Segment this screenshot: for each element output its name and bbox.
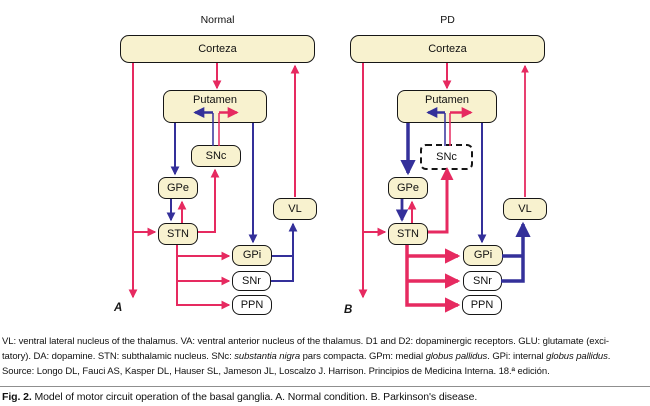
node-stn-pd: STN [388, 223, 428, 245]
node-vl-pd: VL [503, 198, 547, 220]
abbreviation-legend: VL: ventral lateral nucleus of the thala… [2, 334, 648, 379]
node-ppn-pd: PPN [462, 295, 502, 315]
node-putamen-normal: Putamen [163, 90, 267, 123]
node-gpi-pd: GPi [463, 245, 503, 266]
panel-label-a: A [114, 302, 123, 314]
arrow-stn-snc-pd-thick [428, 167, 454, 234]
node-corteza-normal: Corteza [120, 35, 315, 63]
legend-line-1: VL: ventral lateral nucleus of the thala… [2, 336, 609, 347]
node-snc-normal: SNc [191, 145, 241, 167]
node-stn-normal: STN [158, 223, 198, 245]
pd-panel-arrows [358, 63, 531, 313]
arrow-stn-snc-normal [198, 168, 220, 233]
figure-caption-text: Model of motor circuit operation of the … [31, 391, 478, 403]
legend-line-2: tatory). DA: dopamine. STN: subthalamic … [2, 349, 648, 364]
node-gpe-pd: GPe [388, 177, 428, 199]
legend-line2-italic: substantia nigra [234, 351, 301, 362]
legend-line2-seg: tatory). DA: dopamine. STN: subthalamic … [2, 351, 235, 362]
legend-line2-italic: globus pallidus [546, 351, 608, 362]
legend-line2-seg: . GPi: internal [487, 351, 547, 362]
panel-title-pd: PD [440, 14, 455, 26]
arrows-layer [128, 63, 531, 313]
node-snr-pd: SNr [463, 271, 502, 291]
node-putamen-pd: Putamen [397, 90, 497, 123]
node-snr-normal: SNr [232, 271, 271, 291]
node-corteza-pd: Corteza [350, 35, 545, 63]
arrow-stn-ppn-normal [176, 245, 231, 310]
node-ppn-normal: PPN [232, 295, 272, 315]
legend-line2-seg: . [607, 351, 611, 362]
arrow-stn-ppn-pd-thick [405, 245, 461, 313]
legend-line2-italic: globus pallidus [425, 351, 488, 362]
figure-number: Fig. 2. [2, 391, 32, 403]
divider-rule [0, 386, 650, 387]
basal-ganglia-diagram: Normal PD Corteza Putamen SNc GPe STN VL… [114, 14, 547, 316]
arrow-snr-gpi-vl-normal [271, 222, 298, 282]
legend-source-line: Source: Longo DL, Fauci AS, Kasper DL, H… [2, 366, 550, 377]
legend-line2-seg: pars compacta. GPm: medial [300, 351, 426, 362]
normal-panel-arrows [128, 63, 300, 310]
node-gpi-normal: GPi [232, 245, 272, 266]
panel-title-normal: Normal [200, 14, 235, 26]
panel-label-b: B [344, 304, 353, 316]
arrow-snr-gpi-vl-pd-thick [501, 221, 531, 283]
figure-caption: Fig. 2. Model of motor circuit operation… [2, 391, 648, 403]
node-gpe-normal: GPe [158, 177, 198, 199]
node-vl-normal: VL [273, 198, 317, 220]
